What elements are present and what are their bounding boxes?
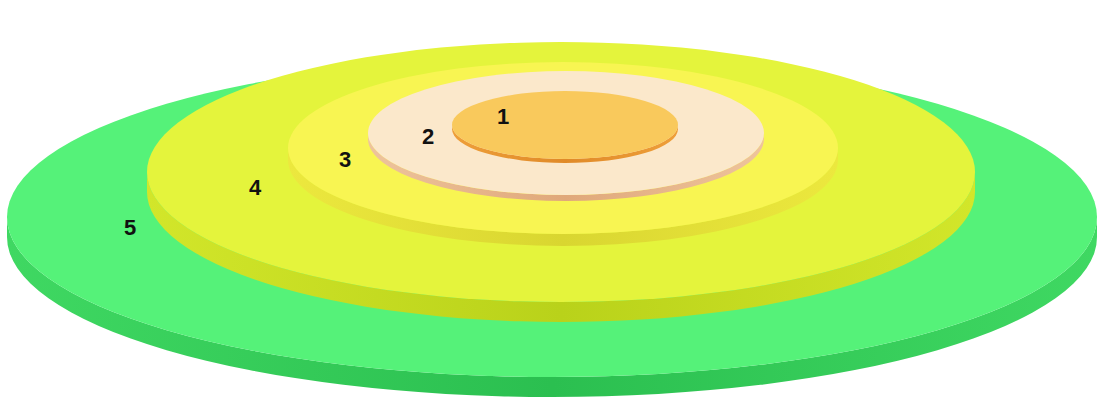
disc-layer: 21 [368,71,764,195]
disc-top [368,71,764,195]
disc-shape [452,91,678,163]
callout-number: 3 [339,149,351,171]
disc-top [288,62,838,234]
callout-number: 1 [497,106,509,128]
callout-number: 5 [124,217,136,239]
disc-layer: 4321 [147,42,975,302]
callout-number: 4 [249,177,261,199]
disc-layer: 54321 [7,57,1097,377]
callout-number: 2 [422,126,434,148]
disc-layer: 1 [452,91,678,159]
disc-top [452,91,678,159]
disc-layer: 321 [288,62,838,234]
disc-top [147,42,975,302]
